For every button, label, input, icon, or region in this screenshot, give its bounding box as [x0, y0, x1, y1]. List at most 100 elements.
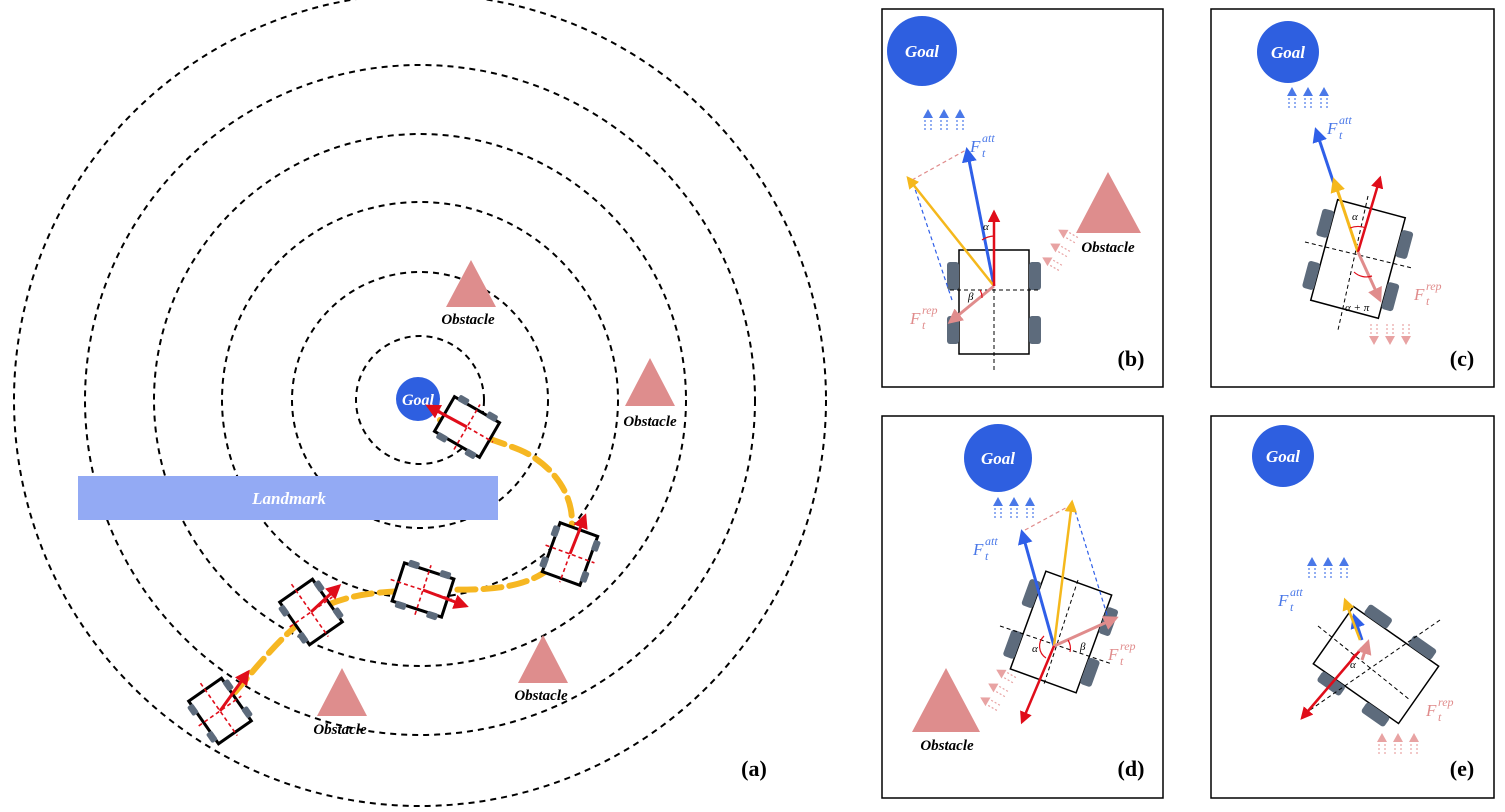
robot-5-heading-arrow — [425, 404, 468, 429]
alpha-label: α — [1350, 659, 1356, 671]
f-att-label: F att t — [969, 131, 995, 160]
beta-arc — [979, 289, 983, 299]
beta-label: β — [967, 291, 974, 303]
obstacle-label: Obstacle — [313, 722, 367, 738]
robot-4-heading-arrow — [568, 513, 588, 555]
projection-dashed-blue — [911, 179, 953, 301]
ring-4 — [153, 133, 687, 667]
obstacle-right: Obstacle — [623, 358, 677, 430]
panel-c: Goal α α + π F att t F rep t (c) — [1210, 8, 1495, 388]
beta-arc — [1067, 639, 1071, 653]
repulsive-force-arrow — [1356, 251, 1382, 303]
svg-text:rep: rep — [1120, 639, 1136, 653]
alpha-arc — [981, 235, 995, 241]
heading-arrow — [1020, 645, 1056, 725]
f-rep-label: F rep t — [909, 303, 938, 332]
repulsive-force-arrow — [1053, 616, 1119, 648]
svg-text:F: F — [1326, 119, 1338, 138]
panel-a: Goal Landmark Obstacle Obstacle Obstacle… — [13, 0, 827, 807]
alpha-arc — [1349, 225, 1367, 229]
obstacle-label: Obstacle — [441, 312, 495, 328]
robot-axis-vertical — [1337, 195, 1369, 331]
svg-text:t: t — [1438, 710, 1442, 724]
goal-label: Goal — [981, 449, 1015, 468]
obstacle: Obstacle — [912, 668, 980, 754]
resultant-force-arrow — [906, 176, 995, 287]
goal-marker: Goal — [1257, 21, 1319, 83]
obstacle: Obstacle — [1076, 172, 1141, 256]
svg-text:t: t — [922, 318, 926, 332]
alpha-arc — [1349, 651, 1361, 663]
f-rep-label: F rep t — [1107, 639, 1136, 668]
heading-arrow — [1356, 175, 1384, 253]
svg-text:rep: rep — [922, 303, 938, 317]
f-rep-label: F rep t — [1413, 279, 1442, 308]
ring-6 — [13, 0, 827, 807]
robot-2-heading-arrow — [309, 583, 342, 614]
obstacle-label: Obstacle — [514, 688, 568, 704]
svg-text:F: F — [909, 309, 921, 328]
svg-text:att: att — [1339, 113, 1352, 127]
goal-marker: Goal — [396, 377, 440, 421]
panel-c-label: (c) — [1450, 346, 1474, 371]
projection-dashed-pink — [911, 149, 967, 181]
svg-text:t: t — [1426, 294, 1430, 308]
attractive-force-arrow — [1350, 613, 1365, 641]
resultant-force-arrow — [1342, 597, 1362, 641]
repulsive-force-arrow — [1357, 639, 1372, 661]
svg-text:rep: rep — [1426, 279, 1442, 293]
goal-label: Goal — [1271, 43, 1305, 62]
goal-marker: Goal — [964, 424, 1032, 492]
alpha-label: α — [1352, 211, 1358, 223]
ring-5 — [84, 64, 756, 736]
alpha-arc — [1038, 635, 1047, 659]
svg-text:att: att — [982, 131, 995, 145]
attractive-force-arrow — [961, 147, 996, 287]
f-att-label: F att t — [1277, 585, 1303, 614]
svg-text:F: F — [969, 137, 981, 156]
heading-arrow — [1300, 647, 1363, 720]
projection-dashed-blue — [1072, 503, 1109, 619]
alpha-label: α — [983, 221, 989, 233]
f-att-label: F att t — [972, 534, 998, 563]
panel-b-label: (b) — [1118, 346, 1145, 371]
panel-d: Goal α β F att t F rep t Obstacle (d) — [881, 415, 1164, 799]
goal-marker: Goal — [1252, 425, 1314, 487]
svg-text:rep: rep — [1438, 695, 1454, 709]
robot-1-heading-arrow — [218, 669, 250, 712]
svg-text:t: t — [985, 549, 989, 563]
f-rep-label: F rep t — [1425, 695, 1454, 724]
obstacle-label: Obstacle — [1081, 240, 1135, 256]
obstacle-bottom-left: Obstacle — [313, 668, 367, 738]
svg-text:t: t — [1339, 128, 1343, 142]
alpha-pi-label: α + π — [1345, 302, 1370, 314]
obstacle-bottom-right: Obstacle — [514, 635, 568, 704]
svg-text:t: t — [1290, 600, 1294, 614]
panel-a-label: (a) — [741, 756, 767, 781]
svg-text:F: F — [972, 540, 984, 559]
obstacle-top: Obstacle — [441, 260, 496, 328]
obstacle-label: Obstacle — [623, 414, 677, 430]
beta-label: β — [1079, 641, 1086, 653]
panel-b: Goal α β F att t F rep t Obstacle (b) — [881, 8, 1164, 388]
svg-text:att: att — [985, 534, 998, 548]
robot-axis-horizontal — [1317, 625, 1411, 701]
svg-text:F: F — [1413, 285, 1425, 304]
repulsive-force-arrow — [947, 284, 995, 324]
alpha-label: α — [1032, 643, 1038, 655]
trajectory-path — [215, 417, 575, 715]
svg-text:F: F — [1277, 591, 1289, 610]
ring-2 — [291, 271, 549, 529]
panel-d-label: (d) — [1118, 756, 1145, 781]
svg-text:F: F — [1107, 645, 1119, 664]
landmark: Landmark — [78, 476, 498, 520]
f-att-label: F att t — [1326, 113, 1352, 142]
svg-text:att: att — [1290, 585, 1303, 599]
resultant-force-arrow — [1052, 499, 1077, 647]
svg-text:t: t — [982, 146, 986, 160]
obstacles: Obstacle Obstacle Obstacle Obstacle — [313, 260, 677, 738]
robot-axis-vertical — [1309, 619, 1441, 711]
ring-1 — [355, 335, 485, 465]
robot-axis-vertical — [1043, 579, 1079, 685]
